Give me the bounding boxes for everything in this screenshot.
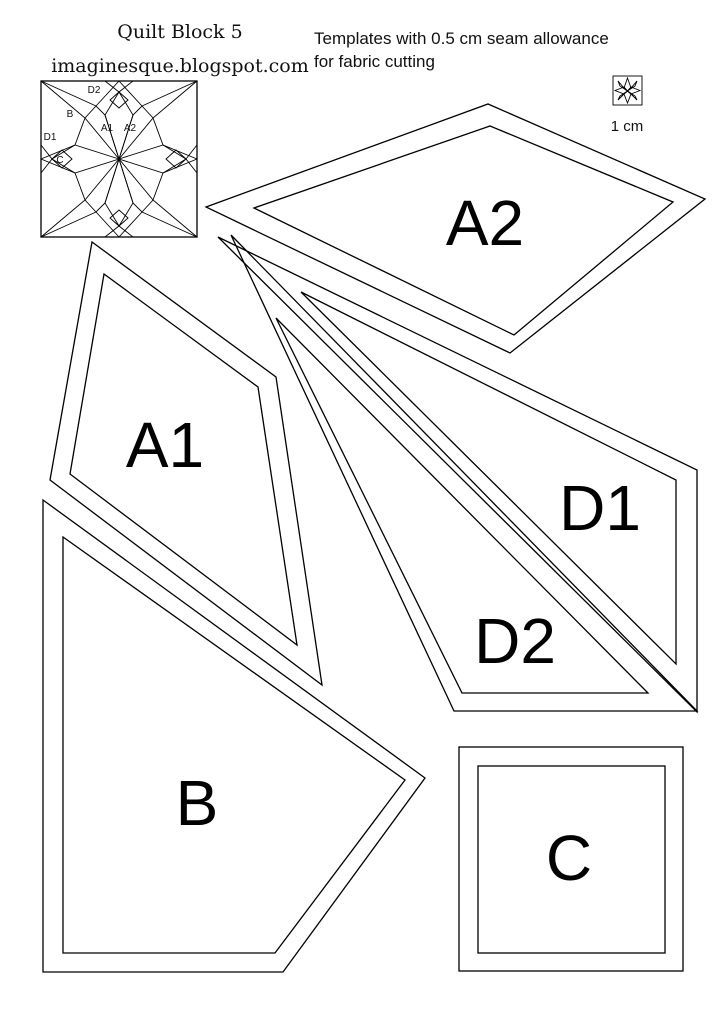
block-title: Quilt Block 5 bbox=[117, 21, 242, 43]
template-d2: D2 bbox=[230, 234, 699, 712]
template-c: C bbox=[458, 746, 684, 972]
a1-label: A1 bbox=[126, 409, 204, 481]
d1-label: D1 bbox=[559, 472, 641, 544]
b-label: B bbox=[176, 767, 219, 839]
blog-address: imaginesque.blogspot.com bbox=[51, 55, 309, 77]
fabric-cutting-note: for fabric cutting bbox=[314, 52, 435, 71]
preview-label-a2: A2 bbox=[124, 123, 137, 134]
scale-label: 1 cm bbox=[611, 118, 644, 135]
preview-star bbox=[40, 80, 198, 238]
c-label: C bbox=[546, 822, 592, 894]
c-sew-line bbox=[477, 765, 666, 954]
block-preview: D2 B A1 A2 D1 C bbox=[40, 80, 198, 238]
scale-reference: 1 cm bbox=[611, 75, 644, 135]
a2-label: A2 bbox=[446, 187, 524, 259]
scale-square bbox=[612, 75, 643, 106]
d2-label: D2 bbox=[474, 605, 556, 677]
a1-cut-line bbox=[49, 240, 323, 687]
template-d1: D1 bbox=[217, 236, 698, 714]
d2-cut-line bbox=[230, 234, 699, 712]
a2-cut-line bbox=[204, 103, 707, 354]
preview-label-c: C bbox=[56, 155, 63, 166]
preview-label-b: B bbox=[67, 109, 74, 120]
b-cut-line bbox=[42, 498, 426, 973]
preview-label-d2: D2 bbox=[88, 85, 101, 96]
template-a1: A1 bbox=[49, 240, 323, 687]
seam-allowance-note: Templates with 0.5 cm seam allowance bbox=[314, 29, 609, 48]
d2-sew-line bbox=[275, 317, 650, 694]
scale-star-icon bbox=[613, 76, 642, 105]
c-cut-line bbox=[458, 746, 684, 972]
template-b: B bbox=[42, 498, 426, 973]
d1-cut-line bbox=[217, 236, 698, 714]
template-a2: A2 bbox=[204, 103, 707, 354]
a2-sew-line bbox=[252, 125, 675, 336]
b-sew-line bbox=[62, 535, 406, 954]
preview-label-d1: D1 bbox=[44, 132, 57, 143]
a1-sew-line bbox=[69, 272, 298, 647]
preview-label-a1: A1 bbox=[101, 123, 114, 134]
d1-sew-line bbox=[300, 291, 677, 666]
